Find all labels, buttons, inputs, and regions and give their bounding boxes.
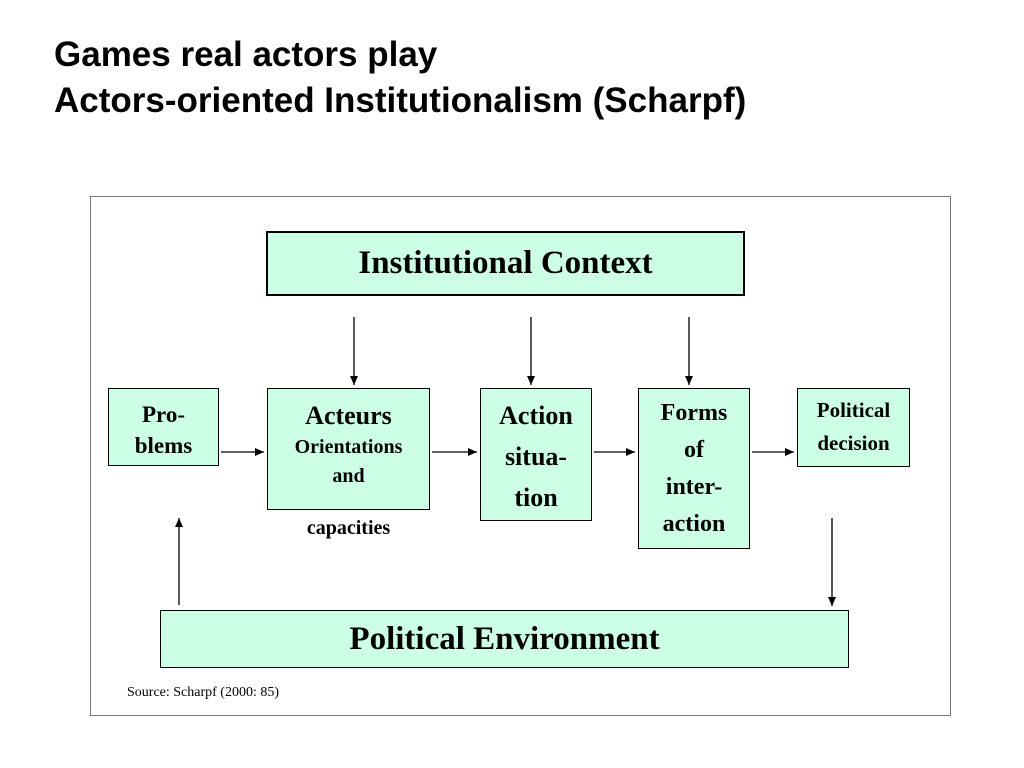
political-decision-line: Political <box>816 398 891 422</box>
acteurs-sub-line: and <box>332 465 365 487</box>
institutional-context-box: Institutional Context <box>266 231 745 296</box>
forms-of-interaction-line: Forms <box>660 400 728 426</box>
acteurs-box: Acteurs Orientations and <box>267 388 430 510</box>
political-environment-label: Political Environment <box>349 620 660 657</box>
problems-label-line: Pro- <box>141 402 185 427</box>
acteurs-title: Acteurs <box>305 401 392 430</box>
political-environment-box: Political Environment <box>160 610 849 668</box>
source-note: Source: Scharpf (2000: 85) <box>127 685 280 700</box>
action-situation-line: Action <box>499 401 573 430</box>
diagram-frame <box>90 196 951 716</box>
political-decision-box: Political decision <box>797 388 910 467</box>
political-decision-line: decision <box>817 431 890 455</box>
forms-of-interaction-line: inter- <box>665 474 723 500</box>
acteurs-capacities-label: capacities <box>306 517 391 539</box>
acteurs-sub-line: Orientations <box>294 436 403 458</box>
institutional-context-label: Institutional Context <box>358 245 653 281</box>
slide-title: Games real actors play Actors-oriented I… <box>54 32 746 124</box>
problems-label-line: blems <box>134 433 193 458</box>
title-line-2: Actors-oriented Institutionalism (Scharp… <box>54 81 747 120</box>
title-line-1: Games real actors play <box>54 35 438 74</box>
action-situation-line: situa- <box>504 442 568 471</box>
forms-of-interaction-line: of <box>684 437 704 463</box>
problems-box: Pro- blems <box>108 388 219 466</box>
action-situation-line: tion <box>514 483 558 512</box>
action-situation-box: Action situa- tion <box>480 388 592 521</box>
forms-of-interaction-box: Forms of inter- action <box>638 388 750 549</box>
forms-of-interaction-line: action <box>662 511 726 537</box>
